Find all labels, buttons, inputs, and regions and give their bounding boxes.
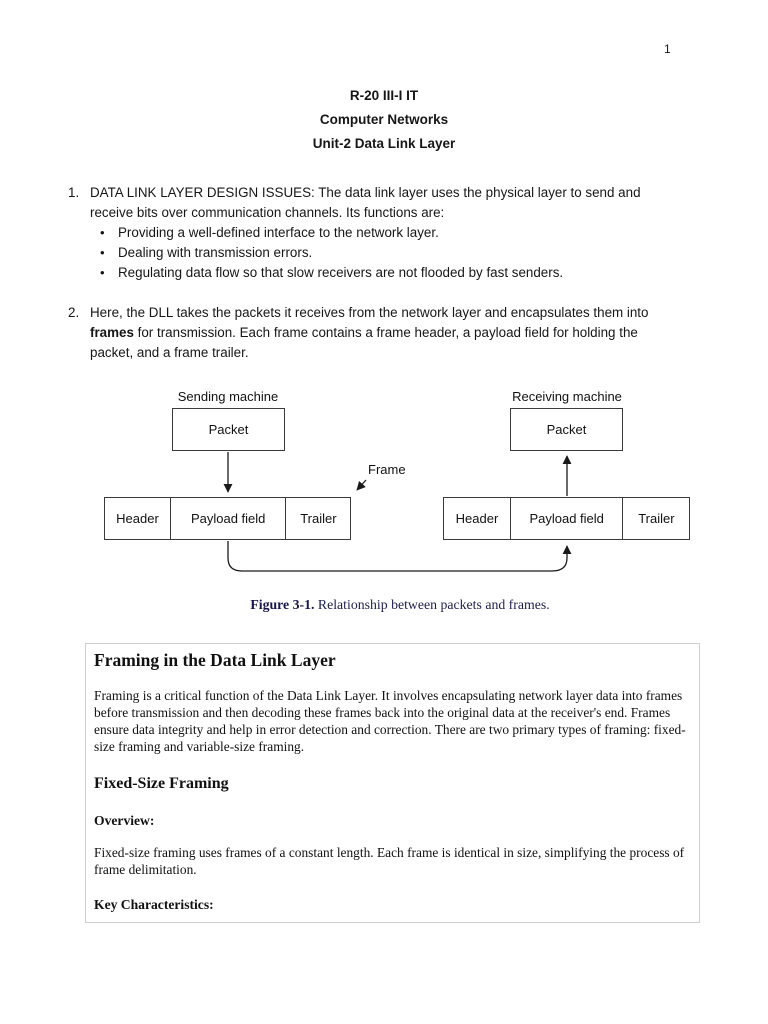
bullet-item: • Dealing with transmission errors.	[98, 243, 680, 263]
bullet-text: Dealing with transmission errors.	[118, 245, 313, 260]
framing-intro-paragraph: Framing is a critical function of the Da…	[94, 688, 686, 754]
item2-pre: Here, the DLL takes the packets it recei…	[90, 305, 649, 320]
list-item-2: 2. Here, the DLL takes the packets it re…	[68, 303, 680, 363]
receiving-packet-box: Packet	[510, 408, 623, 451]
sending-machine-label: Sending machine	[177, 389, 279, 404]
figure-caption-text: Relationship between packets and frames.	[314, 597, 550, 612]
bullet-item: • Providing a well-defined interface to …	[98, 223, 680, 243]
frame-callout-label: Frame	[368, 462, 406, 477]
sending-packet-box: Packet	[172, 408, 285, 451]
item2-post: for transmission. Each frame contains a …	[90, 325, 638, 360]
figure-caption: Figure 3-1. Relationship between packets…	[32, 597, 768, 613]
header-unit-title: Unit-2 Data Link Layer	[312, 136, 456, 151]
page-number: 1	[664, 42, 671, 56]
header-course-code: R-20 III-I IT	[349, 88, 419, 103]
receiving-header-cell: Header	[443, 497, 511, 540]
transmission-curve-arrow	[227, 541, 572, 572]
overview-paragraph: Fixed-size framing uses frames of a cons…	[94, 845, 685, 877]
header-subject: Computer Networks	[319, 112, 449, 127]
list-item-number: 1.	[68, 185, 80, 200]
numbered-list: 1. DATA LINK LAYER DESIGN ISSUES: The da…	[68, 183, 680, 363]
bullet-text: Regulating data flow so that slow receiv…	[118, 265, 564, 280]
list-item-text: Here, the DLL takes the packets it recei…	[90, 303, 680, 363]
bullet-list: • Providing a well-defined interface to …	[98, 223, 680, 283]
bullet-icon: •	[100, 265, 105, 280]
framing-section-title: Framing in the Data Link Layer	[94, 650, 336, 670]
key-characteristics-label: Key Characteristics:	[94, 897, 214, 912]
sending-frame-row: Header Payload field Trailer	[104, 497, 352, 540]
framing-section-box: Framing in the Data Link Layer Framing i…	[85, 643, 700, 923]
sending-trailer-cell: Trailer	[285, 497, 352, 540]
sending-header-cell: Header	[104, 497, 171, 540]
bullet-item: • Regulating data flow so that slow rece…	[98, 263, 680, 283]
sending-payload-cell: Payload field	[169, 497, 287, 540]
document-header: R-20 III-I IT Computer Networks Unit-2 D…	[0, 84, 768, 156]
item2-bold-frames: frames	[90, 325, 134, 340]
list-item-number: 2.	[68, 305, 80, 320]
figure-caption-number: Figure 3-1.	[250, 597, 315, 612]
frame-callout-arrow	[356, 479, 367, 491]
receiving-frame-row: Header Payload field Trailer	[443, 497, 691, 540]
receiving-payload-cell: Payload field	[509, 497, 624, 540]
bullet-icon: •	[100, 245, 105, 260]
receiving-machine-label: Receiving machine	[512, 389, 622, 404]
list-item-1: 1. DATA LINK LAYER DESIGN ISSUES: The da…	[68, 183, 680, 223]
fixed-size-framing-title: Fixed-Size Framing	[94, 775, 229, 792]
bullet-text: Providing a well-defined interface to th…	[118, 225, 439, 240]
list-item-text: DATA LINK LAYER DESIGN ISSUES: The data …	[90, 185, 641, 220]
receiving-trailer-cell: Trailer	[622, 497, 691, 540]
overview-label: Overview:	[94, 813, 155, 828]
bullet-icon: •	[100, 225, 105, 240]
